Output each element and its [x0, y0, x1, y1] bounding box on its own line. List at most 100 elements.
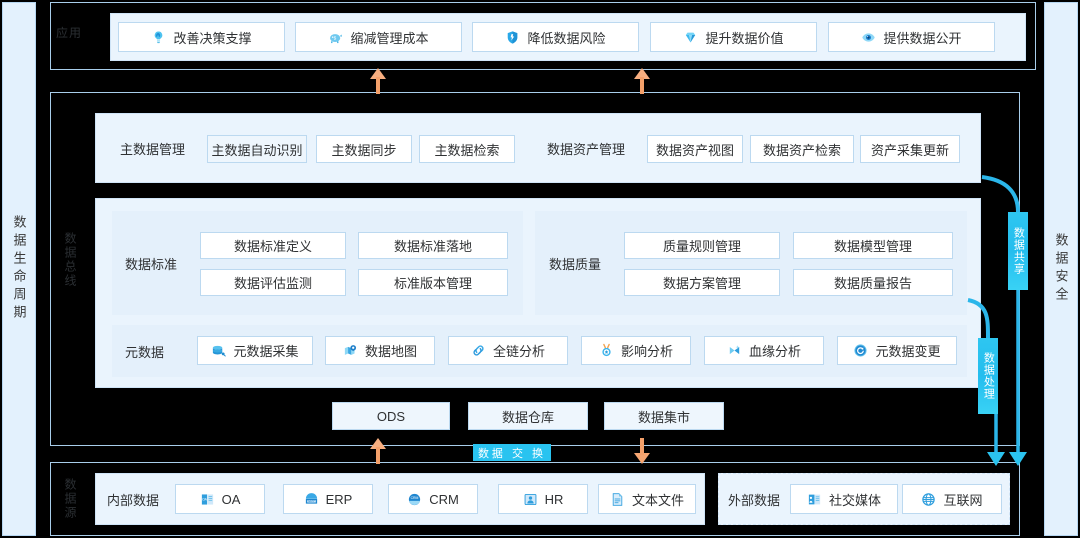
- chip-label: 互联网: [943, 492, 983, 508]
- chip-label: 文本文件: [631, 492, 684, 508]
- external-source-label: 外部数据: [728, 492, 781, 508]
- chip-label: 数据标准定义: [233, 239, 312, 254]
- app-item-1[interactable]: $ 缩减管理成本: [295, 22, 462, 52]
- chip-label: ERP: [325, 491, 353, 507]
- chip-label: 影响分析: [620, 344, 673, 359]
- svg-text:ERP: ERP: [308, 499, 314, 503]
- metadata-item-1[interactable]: 数据地图: [325, 336, 435, 365]
- ribbon-share-label: 数据共享: [1012, 227, 1025, 275]
- application-layer-caption: 应用: [56, 26, 83, 40]
- tag-data-exchange: 数据 交 换: [473, 444, 551, 461]
- arrow-up-app-right: [634, 68, 650, 94]
- shield-icon: [505, 30, 520, 45]
- data-source-layer-caption: 数据源: [63, 478, 77, 520]
- exchange-label: 数据 交 换: [477, 447, 547, 460]
- svg-text:OA: OA: [202, 497, 208, 501]
- chip-label: 数据集市: [637, 409, 690, 425]
- chip-label: 数据评估监测: [233, 276, 312, 291]
- metadata-item-5[interactable]: 元数据变更: [837, 336, 957, 365]
- svg-text:CRM: CRM: [411, 496, 419, 500]
- chip-label: 主数据检索: [434, 142, 500, 158]
- asset-item-2[interactable]: 资产采集更新: [860, 135, 960, 163]
- chip-label: 资产采集更新: [870, 142, 949, 158]
- chip-label: 元数据变更: [875, 344, 941, 359]
- rail-right-label: 数据安全: [1053, 233, 1069, 305]
- metadata-item-4[interactable]: 血缘分析: [704, 336, 824, 365]
- metadata-item-0[interactable]: 元数据采集: [197, 336, 313, 365]
- source-item-hr[interactable]: HR: [498, 484, 588, 514]
- quality-item-0[interactable]: 质量规则管理: [624, 232, 780, 259]
- chip-label: OA: [221, 491, 241, 507]
- chip-label: 数据资产检索: [762, 142, 841, 158]
- refresh-circle-icon: [853, 343, 868, 358]
- rail-data-lifecycle: 数据生命周期: [2, 2, 36, 536]
- quality-item-2[interactable]: 数据方案管理: [624, 269, 780, 296]
- asset-item-0[interactable]: 数据资产视图: [647, 135, 743, 163]
- chip-label: 数据标准落地: [393, 239, 472, 254]
- oa-icon: OA: [200, 492, 215, 507]
- globe-icon: [921, 492, 936, 507]
- app-item-label: 缩减管理成本: [350, 30, 429, 46]
- ribbon-process-label: 数据处理: [982, 352, 995, 400]
- arrow-down-source: [634, 438, 650, 464]
- metadata-item-2[interactable]: 全链分析: [448, 336, 568, 365]
- piggybank-icon: $: [328, 30, 343, 45]
- app-item-label: 提升数据价值: [705, 30, 784, 46]
- chip-label: 数据方案管理: [662, 276, 741, 291]
- medal-icon: [599, 343, 614, 358]
- standard-item-1[interactable]: 数据标准落地: [358, 232, 508, 259]
- quality-label: 数据质量: [549, 256, 602, 272]
- chip-label: 血缘分析: [748, 344, 801, 359]
- chip-label: 数据质量报告: [833, 276, 912, 291]
- chip-label: 质量规则管理: [662, 239, 741, 254]
- chip-label: 社交媒体: [828, 492, 881, 508]
- store-mart[interactable]: 数据集市: [604, 402, 724, 430]
- source-item-erp[interactable]: ERP ERP: [283, 484, 373, 514]
- lightbulb-icon: [151, 30, 166, 45]
- app-item-4[interactable]: 提供数据公开: [828, 22, 995, 52]
- chip-label: 主数据自动识别: [211, 142, 303, 158]
- master-item-0[interactable]: 主数据自动识别: [207, 135, 307, 163]
- standard-group: [112, 211, 523, 315]
- chip-label: 数据资产视图: [655, 142, 734, 158]
- rail-left-label: 数据生命周期: [11, 215, 27, 323]
- master-item-2[interactable]: 主数据检索: [419, 135, 515, 163]
- eye-icon: [861, 30, 876, 45]
- source-item-internet[interactable]: 互联网: [902, 484, 1002, 514]
- chip-label: HR: [544, 491, 564, 507]
- rail-data-security: 数据安全: [1044, 2, 1078, 536]
- hr-icon: [523, 492, 538, 507]
- store-warehouse[interactable]: 数据仓库: [468, 402, 588, 430]
- chip-label: 标准版本管理: [393, 276, 472, 291]
- source-item-social[interactable]: 社交媒体: [790, 484, 898, 514]
- svg-text:$: $: [334, 35, 337, 40]
- arrow-up-source: [370, 438, 386, 464]
- chip-label: ODS: [376, 408, 406, 424]
- quality-item-3[interactable]: 数据质量报告: [793, 269, 953, 296]
- app-item-2[interactable]: 降低数据风险: [472, 22, 639, 52]
- crm-icon: CRM: [407, 492, 422, 507]
- quality-item-1[interactable]: 数据模型管理: [793, 232, 953, 259]
- chip-label: 元数据采集: [233, 344, 299, 359]
- standard-item-3[interactable]: 标准版本管理: [358, 269, 508, 296]
- sparkle-icon: [727, 343, 742, 358]
- social-icon: [807, 492, 822, 507]
- metadata-item-3[interactable]: 影响分析: [581, 336, 691, 365]
- ribbon-data-share: 数据共享: [1008, 212, 1028, 290]
- source-item-crm[interactable]: CRM CRM: [388, 484, 478, 514]
- store-ods[interactable]: ODS: [332, 402, 450, 430]
- ribbon-data-process: 数据处理: [978, 338, 998, 414]
- app-item-0[interactable]: 改善决策支撑: [118, 22, 285, 52]
- chip-label: 数据模型管理: [833, 239, 912, 254]
- source-item-textfile[interactable]: 文本文件: [598, 484, 696, 514]
- data-bus-layer-caption: 数据总线: [63, 232, 77, 288]
- link-icon: [471, 343, 486, 358]
- asset-item-1[interactable]: 数据资产检索: [750, 135, 854, 163]
- master-item-1[interactable]: 主数据同步: [316, 135, 412, 163]
- app-item-label: 降低数据风险: [527, 30, 606, 46]
- source-item-oa[interactable]: OA OA: [175, 484, 265, 514]
- app-item-3[interactable]: 提升数据价值: [650, 22, 817, 52]
- standard-item-0[interactable]: 数据标准定义: [200, 232, 346, 259]
- standard-item-2[interactable]: 数据评估监测: [200, 269, 346, 296]
